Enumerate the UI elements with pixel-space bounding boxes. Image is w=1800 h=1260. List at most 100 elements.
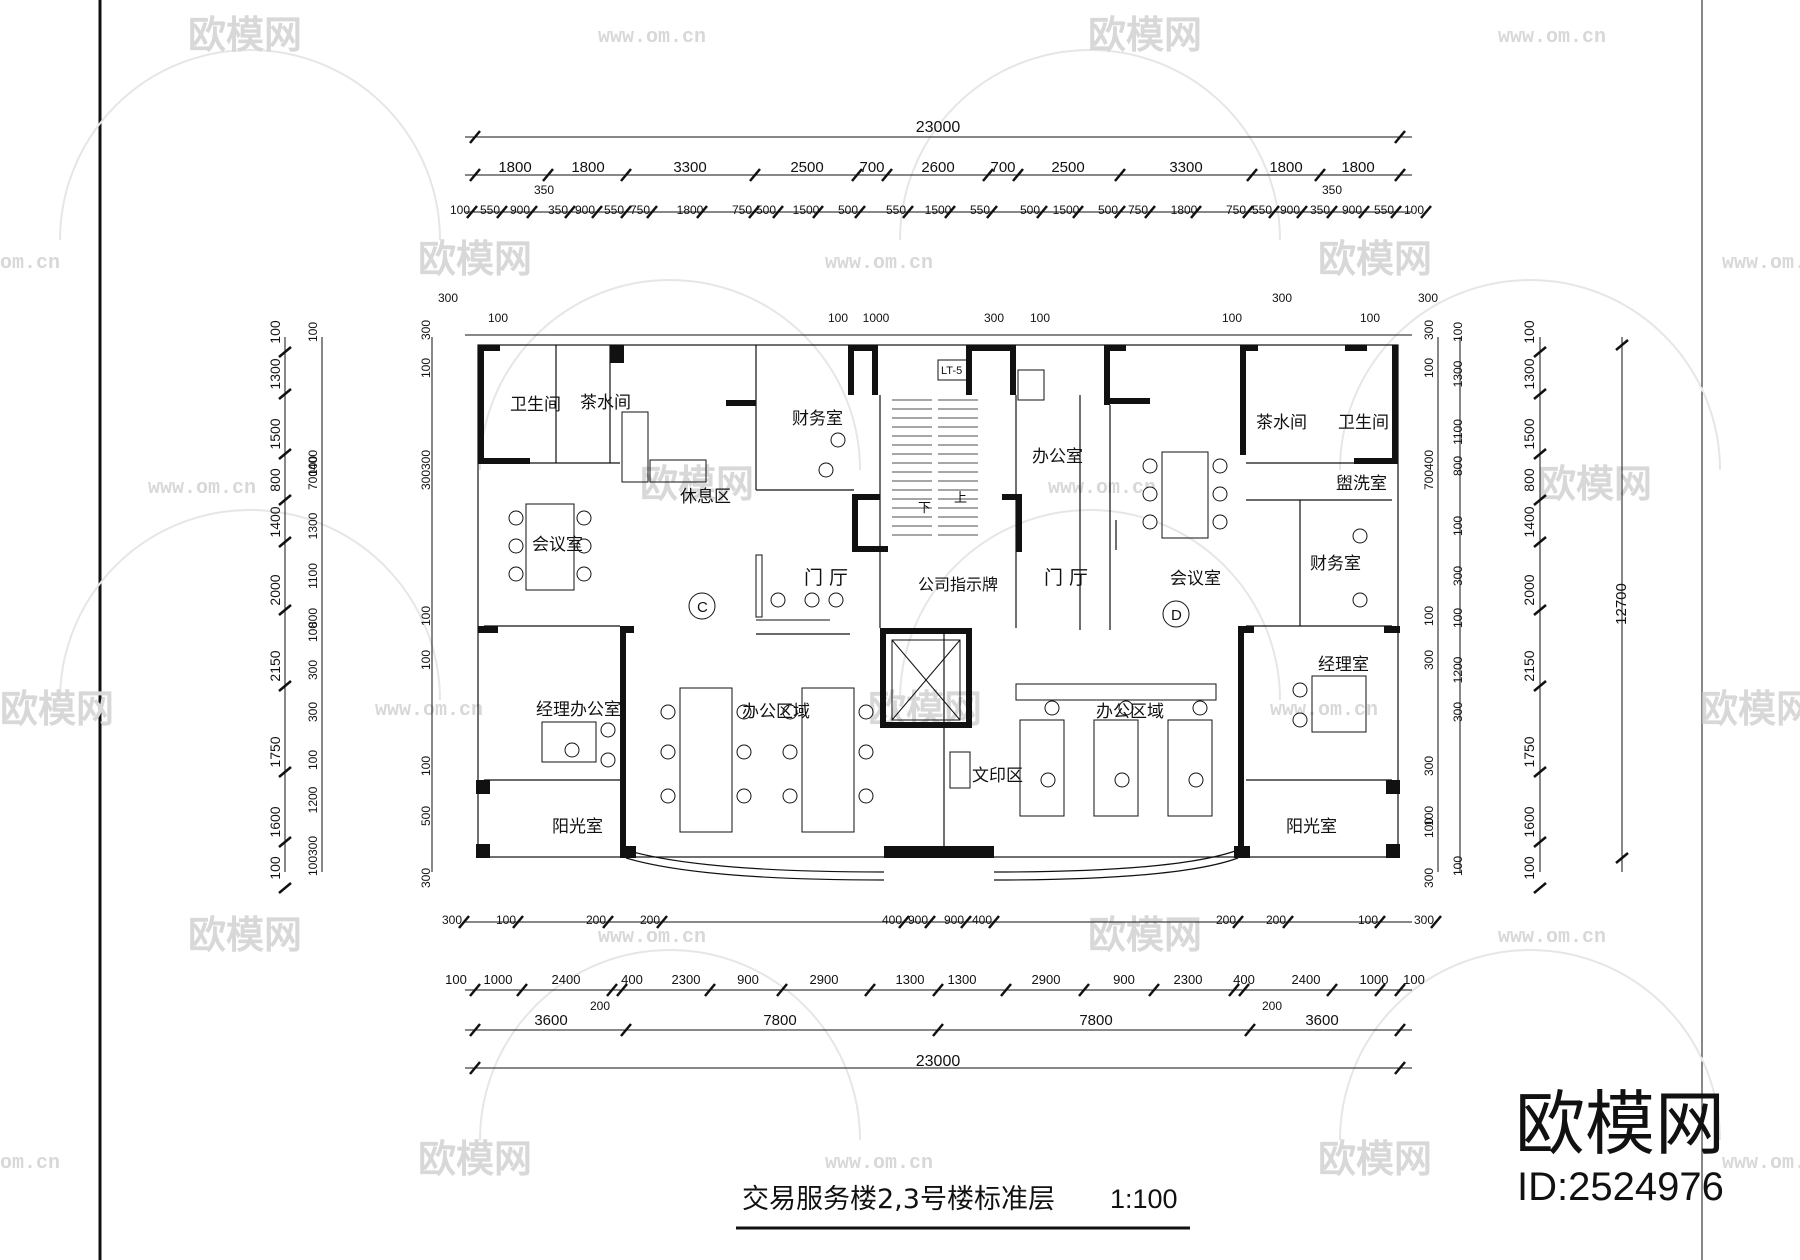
interior-walls (477, 344, 1399, 881)
furniture-layout (525, 369, 1367, 833)
elevator-label: LT-5 (941, 365, 962, 377)
building-walls (476, 345, 1400, 858)
dimension-label: 300 (1451, 702, 1465, 722)
dimension-label: 500 (419, 806, 433, 826)
chair-icon (1142, 486, 1158, 502)
dimension-label: 900 (737, 972, 759, 987)
dimension-tick (591, 205, 603, 219)
dimension-label: 1200 (1451, 656, 1465, 683)
dimension-label: 900 (575, 203, 595, 217)
dimension-label: 750 (732, 203, 752, 217)
dimension-total-right: 12700 (1613, 583, 1630, 625)
watermark-brand: 欧模网 (640, 462, 754, 506)
dimension-tick (864, 983, 876, 997)
brand-logo: 欧模网 (1515, 1083, 1725, 1165)
dimension-label: 700 (1422, 470, 1436, 490)
chair-icon (858, 704, 874, 720)
dimension-label: 900 (1113, 972, 1135, 987)
chair-icon (736, 744, 752, 760)
dimension-tick (516, 983, 528, 997)
dimension-label: 750 (1128, 203, 1148, 217)
room-label-print-area: 文印区 (972, 766, 1023, 786)
dimension-label: 500 (756, 203, 776, 217)
room-label-finance-top: 财务室 (792, 409, 843, 429)
dimension-label: 550 (1374, 203, 1394, 217)
chair-icon (858, 744, 874, 760)
dimension-tick (851, 168, 863, 182)
dimension-label: 1300 (896, 972, 925, 987)
watermark-partial-brand: 欧模网 (0, 687, 114, 731)
dimension-label: 1500 (1053, 203, 1080, 217)
watermark-partial-url: om.cn (0, 1152, 60, 1175)
dimension-label: 1500 (267, 418, 283, 449)
chair-icon (600, 752, 616, 768)
watermark-arcs (59, 49, 1721, 1141)
chair-icon (508, 538, 524, 554)
drawing-title-block: 交易服务楼2,3号楼标准层 1:100 (736, 1184, 1190, 1230)
dimension-tick (646, 205, 658, 219)
dimension-tick (1533, 388, 1547, 400)
dimension-label: 1750 (267, 736, 283, 767)
dimension-label: 100 (1451, 516, 1465, 536)
dimension-label: 1800 (571, 159, 604, 176)
dimension-tick (772, 205, 784, 219)
dimension-label: 1300 (948, 972, 977, 987)
dimension-tick (278, 494, 292, 506)
room-label-manager-right: 经理室 (1318, 655, 1369, 675)
dimension-tick (1533, 536, 1547, 548)
dimension-label: 300 (1422, 756, 1436, 776)
room-label-lobby-right: 门 厅 (1044, 567, 1088, 589)
dimension-label: 1300 (267, 358, 283, 389)
dimension-label: 1500 (1521, 418, 1537, 449)
dimension-tick (1533, 680, 1547, 692)
dimension-tick (620, 168, 632, 182)
dimension-label: 1800 (677, 203, 704, 217)
chair-icon (660, 744, 676, 760)
watermark-url: www.om.cn (1270, 699, 1378, 722)
dimension-label: 2300 (672, 972, 701, 987)
dimension-label: 550 (970, 203, 990, 217)
chair-icon (1352, 592, 1368, 608)
room-label-wash: 盥洗室 (1336, 474, 1387, 494)
dimension-label: 1000 (863, 311, 890, 325)
dimension-label: 100 (267, 856, 283, 880)
chair-icon (1188, 772, 1204, 788)
dimension-ticks (278, 130, 1629, 1075)
chair-icon (1292, 712, 1308, 728)
stair-treads (892, 399, 978, 536)
dimension-label: 200 (1216, 913, 1236, 927)
chair-icon (736, 788, 752, 804)
chair-icon (770, 592, 786, 608)
watermark-url: www.om.cn (148, 477, 256, 500)
dimension-label: 300 (419, 450, 433, 470)
room-label-sun-left: 阳光室 (552, 817, 603, 837)
dimension-tick (1144, 205, 1156, 219)
watermark-partial-brand: 欧模网 (1700, 687, 1800, 731)
watermark-brand: 欧模网 (418, 237, 532, 281)
chair-icon (1192, 700, 1208, 716)
dimension-label: 1800 (1171, 203, 1198, 217)
dimension-tick (988, 915, 1000, 929)
room-label-wc-left: 卫生间 (510, 395, 561, 415)
dimension-label: 100 (1360, 311, 1380, 325)
dimension-tick (1244, 1023, 1256, 1037)
dimension-label: 100 (306, 856, 320, 876)
dimension-label: 300 (1422, 320, 1436, 340)
dimension-label: 1200 (306, 786, 320, 813)
drawing-title: 交易服务楼2,3号楼标准层 (742, 1184, 1055, 1215)
chair-icon (1040, 772, 1056, 788)
dimension-label: 2500 (1051, 159, 1084, 176)
dimension-label: 400 (1422, 450, 1436, 470)
dimension-tick (1430, 915, 1442, 929)
dimension-tick (1246, 168, 1258, 182)
dimension-tick (932, 983, 944, 997)
chair-icon (828, 592, 844, 608)
chair-icon (576, 510, 592, 526)
dimension-label: 500 (838, 203, 858, 217)
watermark-brand: 欧模网 (1088, 913, 1202, 957)
dimension-tick (278, 448, 292, 460)
dimension-label: 1300 (306, 512, 320, 539)
chair-icon (508, 510, 524, 526)
dimension-label: 900 (908, 913, 928, 927)
